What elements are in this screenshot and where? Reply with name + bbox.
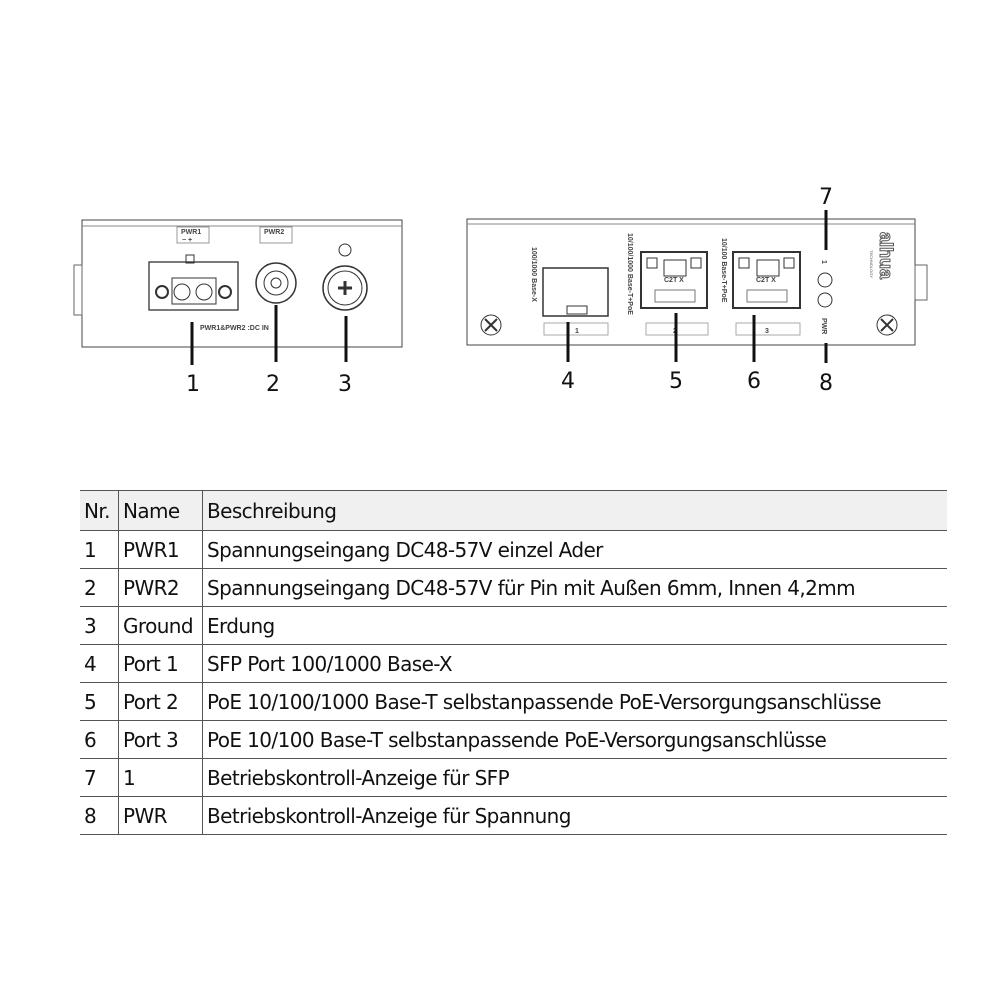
cell-description: Spannungseingang DC48-57V einzel Ader	[202, 530, 947, 569]
pwr1-polarity: − +	[182, 237, 192, 244]
port-side-panel: 1 100/1000 Base-X C2T X 2 10/100/1000 Ba…	[466, 218, 928, 346]
sfp-port-1: 1 100/1000 Base-X	[530, 247, 609, 336]
led-indicators: 1 PWR	[817, 260, 833, 334]
mount-screw-right	[876, 314, 898, 336]
port2-speed-label: 10/100/1000 Base-T+PoE	[626, 233, 633, 315]
pwr2-label: PWR2	[264, 229, 284, 236]
header-nr: Nr.	[80, 490, 119, 531]
callout-6: 6	[747, 369, 761, 394]
cell-description: SFP Port 100/1000 Base-X	[202, 644, 947, 683]
led-1	[817, 272, 833, 288]
port3-rj45-label: C2T X	[756, 277, 776, 284]
table-header-row: Nr. Name Beschreibung	[80, 490, 947, 531]
dc-in-label: PWR1&PWR2 :DC IN	[200, 325, 269, 332]
callout-numbers: 1 2 3 4 5 6 7 8	[186, 185, 833, 397]
cell-nr: 7	[80, 758, 119, 797]
device-front-diagram: PWR1 − + PWR2 PWR1&PWR2 :DC IN	[73, 185, 928, 397]
led-pwr	[817, 292, 833, 308]
cell-name: PWR1	[118, 530, 203, 569]
header-name: Name	[118, 490, 203, 531]
callout-lines	[190, 210, 828, 365]
callout-3: 3	[338, 372, 352, 397]
led-pwr-label: PWR	[820, 318, 827, 334]
cell-description: Betriebskontroll-Anzeige für Spannung	[202, 796, 947, 835]
dc-barrel-jack	[255, 262, 297, 304]
port1-speed-label: 100/1000 Base-X	[530, 247, 537, 302]
port3-number: 3	[765, 328, 769, 335]
callout-1: 1	[186, 372, 200, 397]
cell-name: PWR2	[118, 568, 203, 607]
brand-logo: alhua TECHNOLOGY	[869, 232, 897, 281]
cell-description: Betriebskontroll-Anzeige für SFP	[202, 758, 947, 797]
cell-name: 1	[118, 758, 203, 797]
rj45-port-2: C2T X 2 10/100/1000 Base-T+PoE	[626, 233, 709, 336]
ground-screw	[322, 243, 368, 311]
callout-2: 2	[266, 372, 280, 397]
cell-name: Port 1	[118, 644, 203, 683]
cell-nr: 2	[80, 568, 119, 607]
terminal-block-connector	[148, 254, 239, 311]
pwr1-label: PWR1	[181, 229, 201, 236]
cell-description: Erdung	[202, 606, 947, 645]
header-beschreibung: Beschreibung	[202, 490, 947, 531]
mount-screw-left	[480, 314, 502, 336]
port1-number: 1	[575, 328, 579, 335]
pwr1-label-box: PWR1 − +	[176, 226, 210, 244]
cell-nr: 6	[80, 720, 119, 759]
brand-logo-text: alhua	[876, 232, 896, 280]
port2-rj45-label: C2T X	[664, 277, 684, 284]
cell-description: PoE 10/100/1000 Base-T selbstanpassende …	[202, 682, 947, 721]
brand-sub-text: TECHNOLOGY	[869, 250, 874, 278]
rj45-port-3: C2T X 3 10/100 Base-T+PoE	[720, 238, 801, 336]
cell-name: Ground	[118, 606, 203, 645]
cell-nr: 1	[80, 530, 119, 569]
cell-nr: 4	[80, 644, 119, 683]
cell-nr: 3	[80, 606, 119, 645]
cell-name: PWR	[118, 796, 203, 835]
cell-description: PoE 10/100 Base-T selbstanpassende PoE-V…	[202, 720, 947, 759]
port3-speed-label: 10/100 Base-T+PoE	[720, 238, 727, 303]
callout-4: 4	[561, 369, 575, 394]
callout-7: 7	[819, 185, 833, 210]
callout-8: 8	[819, 371, 833, 396]
power-side-panel: PWR1 − + PWR2 PWR1&PWR2 :DC IN	[73, 219, 403, 348]
cell-name: Port 3	[118, 720, 203, 759]
pwr2-label-box: PWR2	[259, 226, 293, 244]
cell-nr: 5	[80, 682, 119, 721]
callout-5: 5	[669, 369, 683, 394]
cell-nr: 8	[80, 796, 119, 835]
led1-label: 1	[820, 260, 827, 264]
cell-name: Port 2	[118, 682, 203, 721]
cell-description: Spannungseingang DC48-57V für Pin mit Au…	[202, 568, 947, 607]
